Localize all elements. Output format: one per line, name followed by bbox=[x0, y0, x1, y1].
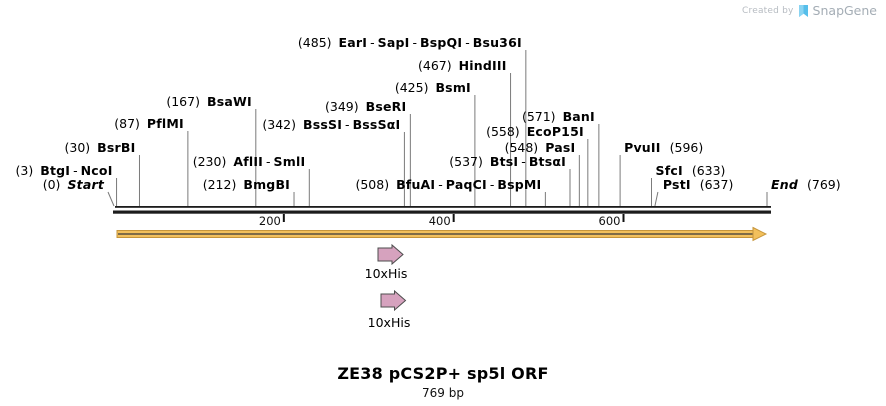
sequence-strand-top bbox=[115, 206, 771, 208]
site-line-637 bbox=[654, 191, 659, 207]
watermark-created-by-label: Created by bbox=[742, 5, 794, 16]
watermark-brand-label: SnapGene bbox=[812, 3, 877, 18]
sequence-strand-bottom bbox=[113, 210, 771, 214]
feature-arrow-10xhis-2 bbox=[380, 289, 407, 312]
feature-arrow-10xhis-1 bbox=[377, 243, 404, 266]
snapgene-logo-icon bbox=[798, 4, 808, 17]
map-length: 769 bp bbox=[422, 386, 464, 400]
watermark: Created by SnapGene bbox=[742, 3, 877, 18]
map-footer: ZE38 pCS2P+ sp5l ORF 769 bp bbox=[0, 364, 886, 400]
map-title: ZE38 pCS2P+ sp5l ORF bbox=[337, 364, 549, 383]
site-line-0 bbox=[107, 191, 115, 207]
orf-arrow-head bbox=[752, 226, 768, 242]
